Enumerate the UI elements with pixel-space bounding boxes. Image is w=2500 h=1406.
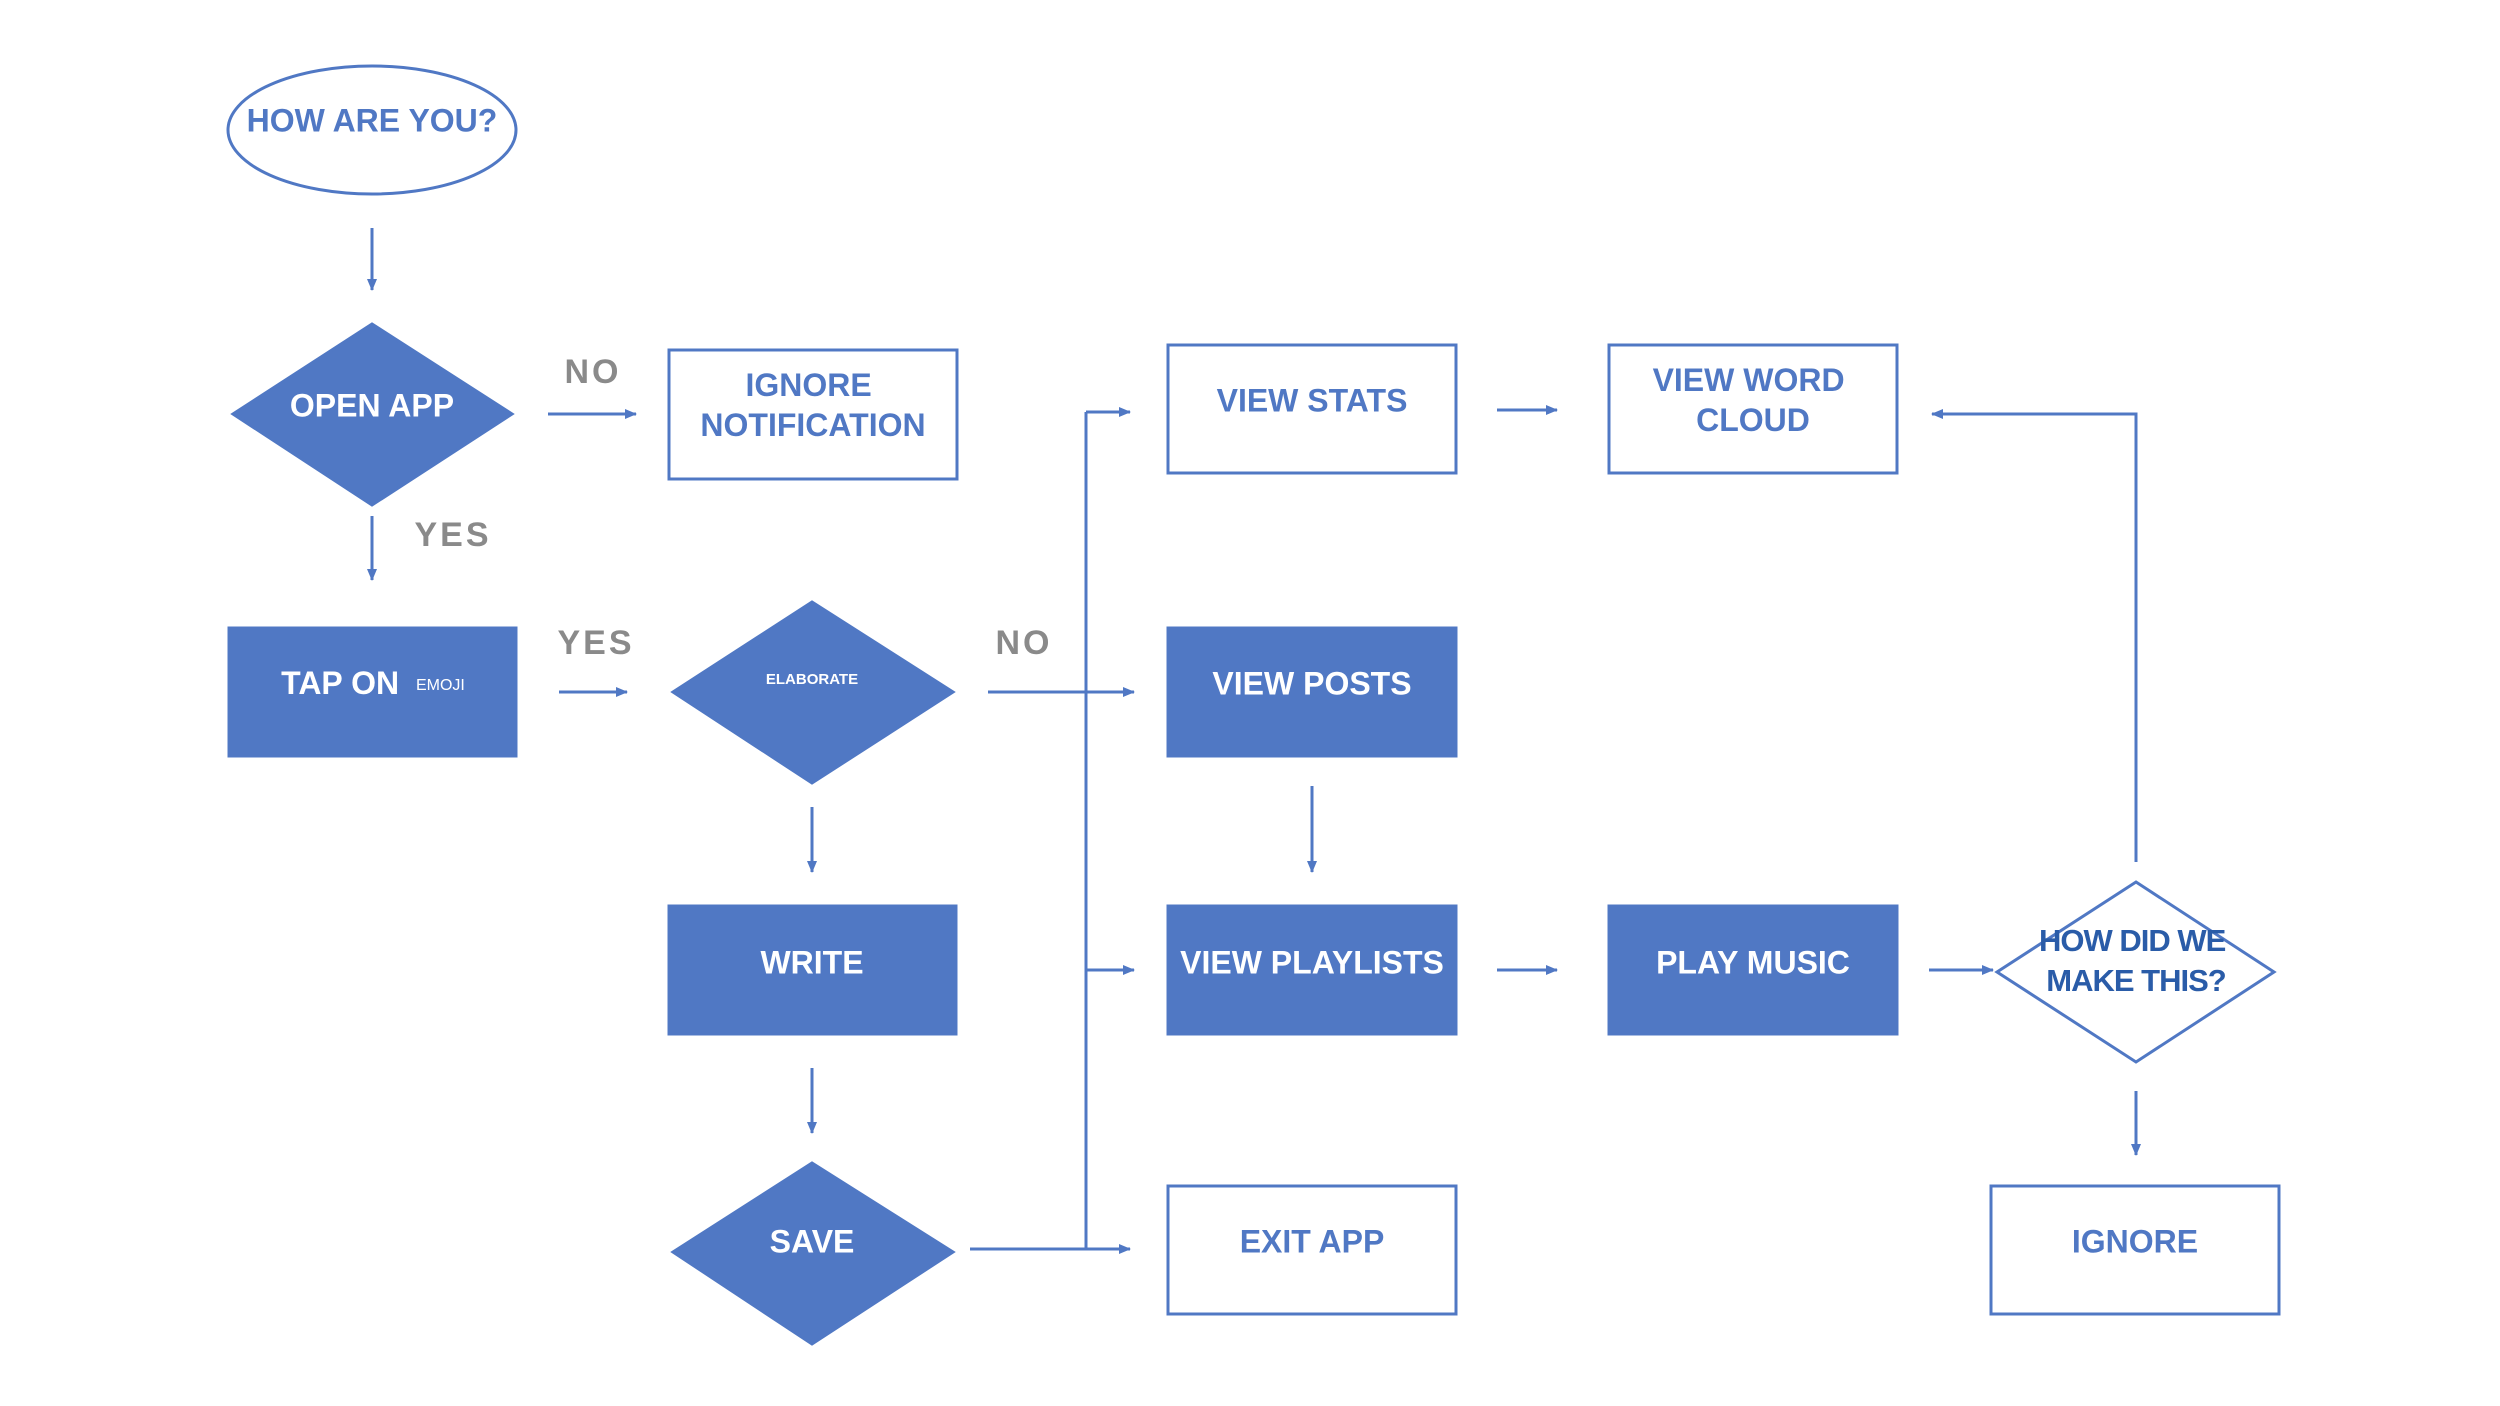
node-open-app[interactable]: OPEN APP: [230, 322, 515, 507]
box-shape: [1989, 1184, 2281, 1316]
node-label: VIEW POSTS: [1212, 665, 1411, 701]
node-how-did-we-make-this[interactable]: HOW DID WE MAKE THIS?: [1994, 880, 2277, 1064]
node-label: EXIT APP: [1240, 1223, 1385, 1259]
edge-label-open-yes: YES: [414, 516, 491, 554]
node-view-posts[interactable]: VIEW POSTS: [1166, 626, 1458, 758]
arrow-howdid-to-wordcloud: [1931, 409, 2138, 862]
node-label: WRITE: [760, 944, 863, 980]
box-shape: [227, 626, 518, 758]
connectors: [367, 228, 2141, 1254]
node-label: HOW DID WE MAKE THIS?: [2039, 923, 2233, 998]
node-label: IGNORE: [2072, 1223, 2198, 1259]
box-shape: [1607, 343, 1899, 475]
diamond-shape: [230, 322, 515, 507]
edge-label-open-no: NO: [565, 353, 622, 391]
node-label: TAP ON EMOJI: [281, 665, 465, 701]
node-view-stats[interactable]: VIEW STATS: [1166, 343, 1458, 475]
ellipse-shape: [226, 64, 518, 196]
node-view-word-cloud[interactable]: VIEW WORD CLOUD: [1607, 343, 1899, 475]
node-label: PLAY MUSIC: [1656, 944, 1850, 980]
node-ignore-notification[interactable]: IGNORE NOTIFICATION: [667, 348, 959, 481]
box-shape: [1166, 343, 1458, 475]
box-shape: [1166, 904, 1458, 1036]
label-line-2: NOTIFICATION: [700, 407, 925, 443]
box-shape: [1166, 1184, 1458, 1316]
node-save[interactable]: SAVE: [670, 1161, 956, 1346]
node-label: VIEW STATS: [1217, 382, 1408, 418]
box-shape: [1166, 626, 1458, 758]
box-shape: [667, 904, 958, 1036]
node-label: IGNORE NOTIFICATION: [700, 367, 925, 443]
node-label: VIEW WORD CLOUD: [1653, 362, 1854, 438]
node-play-music[interactable]: PLAY MUSIC: [1607, 904, 1899, 1036]
label-line-1: HOW DID WE: [2039, 923, 2226, 958]
node-elaborate[interactable]: ELABORATE: [670, 600, 956, 785]
label-suffix: EMOJI: [416, 677, 465, 694]
node-tap-on-emoji[interactable]: TAP ON EMOJI: [227, 626, 518, 758]
edge-label-elaborate-no: NO: [996, 624, 1053, 662]
label-line-2: CLOUD: [1696, 402, 1810, 438]
diamond-shape: [670, 1161, 956, 1346]
node-how-are-you[interactable]: HOW ARE YOU?: [226, 64, 518, 196]
node-label: VIEW PLAYLISTS: [1180, 944, 1444, 980]
label-line-1: IGNORE: [745, 367, 871, 403]
node-label: ELABORATE: [766, 671, 858, 688]
diamond-shape: [1994, 880, 2277, 1064]
box-shape: [1607, 904, 1899, 1036]
node-label: OPEN APP: [290, 387, 454, 423]
diamond-shape: [670, 600, 956, 785]
edge-label-tap-yes: YES: [557, 624, 634, 662]
node-ignore[interactable]: IGNORE: [1989, 1184, 2281, 1316]
node-write[interactable]: WRITE: [667, 904, 958, 1036]
label-main: TAP ON: [281, 665, 399, 701]
box-shape: [667, 348, 959, 481]
node-label: SAVE: [770, 1223, 855, 1259]
label-line-1: VIEW WORD: [1653, 362, 1845, 398]
node-label: HOW ARE YOU?: [247, 102, 498, 138]
node-view-playlists[interactable]: VIEW PLAYLISTS: [1166, 904, 1458, 1036]
label-line-2: MAKE THIS?: [2046, 963, 2226, 998]
node-exit-app[interactable]: EXIT APP: [1166, 1184, 1458, 1316]
